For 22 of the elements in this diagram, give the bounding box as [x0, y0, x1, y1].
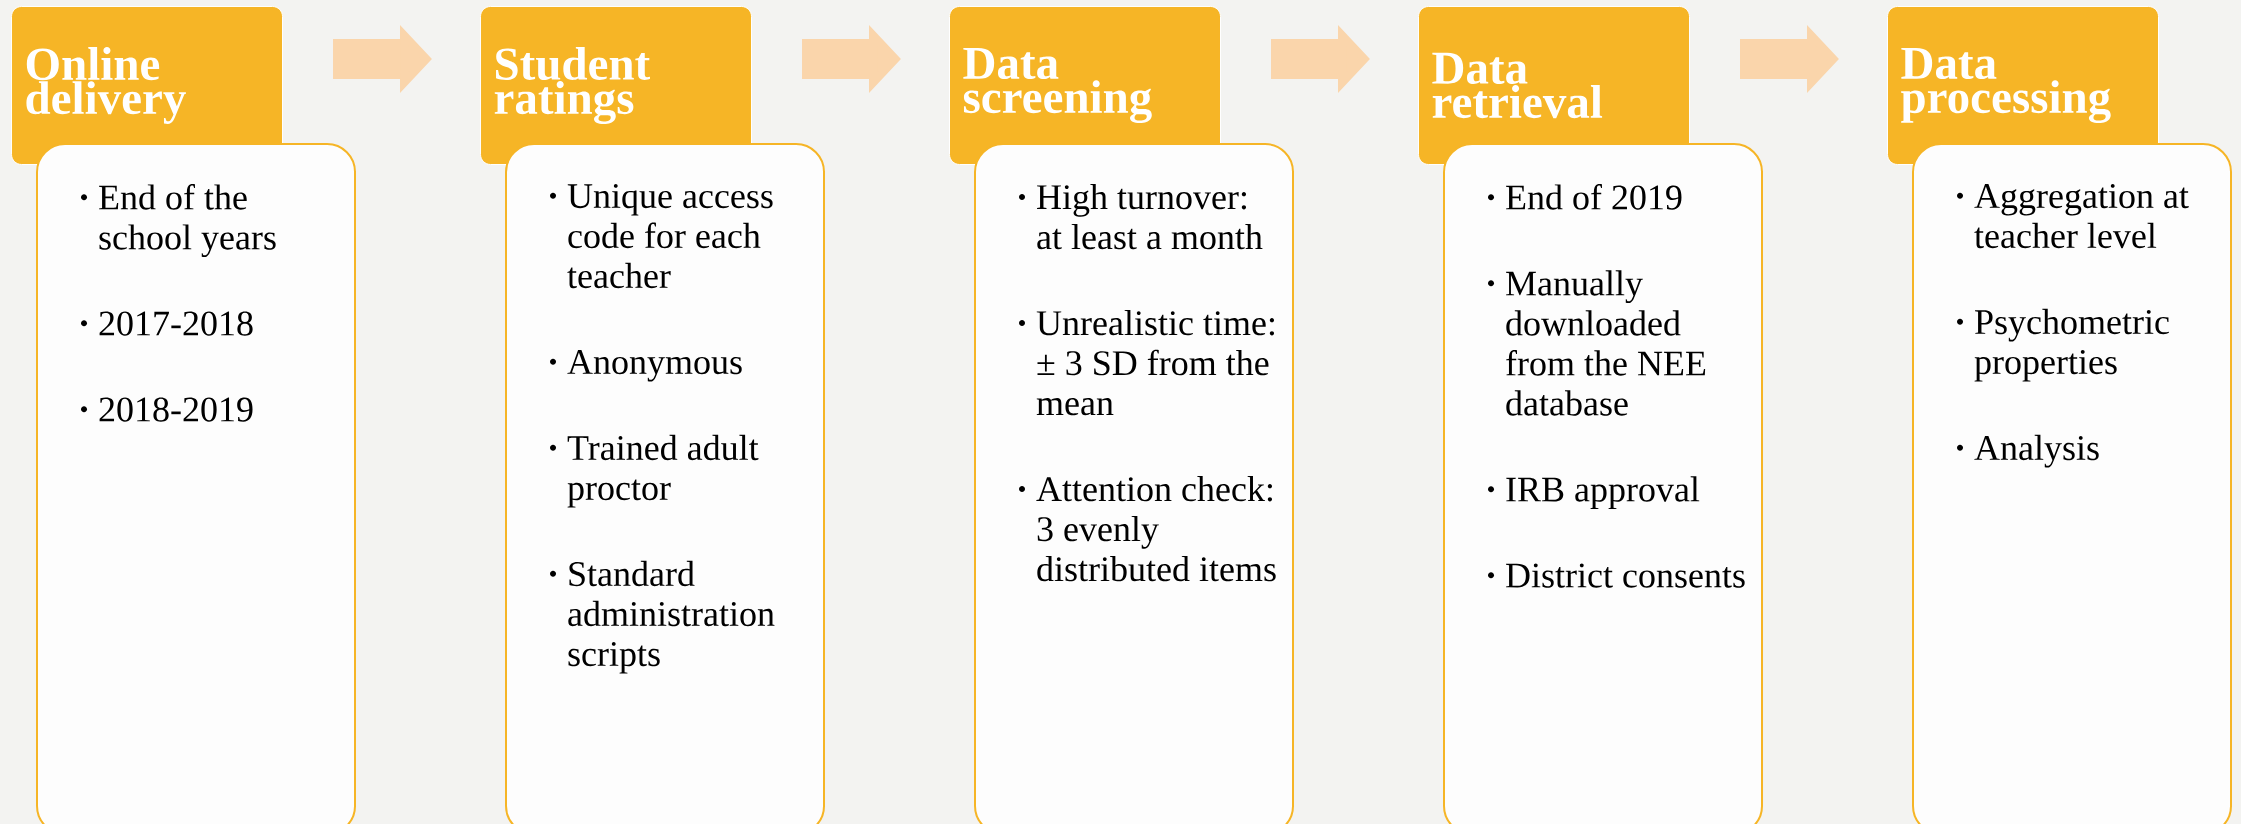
- bullet-text: Unique access code for each teacher: [550, 184, 773, 289]
- bullet-text: District consents: [1488, 563, 1745, 588]
- bullet-list-box: [974, 143, 1294, 824]
- bullet-text: Analysis: [1957, 434, 2099, 468]
- bullet-text: Psychometric properties: [1957, 308, 2169, 382]
- bullet-text: High turnover: at least a month: [1019, 184, 1263, 250]
- bullet-text: Anonymous: [550, 350, 742, 382]
- bullet-list-box: [505, 143, 825, 824]
- bullet-text: Unrealistic time: ± 3 SD from the mean: [1019, 310, 1275, 416]
- bullet-text: Manually downloaded from the NEE database: [1488, 270, 1706, 416]
- bullet-text: End of 2019: [1488, 184, 1682, 210]
- bullet-text: Aggregation at teacher level: [1957, 184, 2189, 249]
- bullet-list-box: [1912, 143, 2232, 824]
- bullet-text: IRB approval: [1488, 476, 1700, 509]
- bullet-text: 2018-2019: [81, 397, 253, 422]
- bullet-text: Trained adult proctor: [550, 434, 759, 508]
- bullet-text: Attention check: 3 evenly distributed items: [1019, 476, 1276, 582]
- bullet-text: End of the school years: [81, 184, 276, 258]
- bullet-list-box: [1443, 143, 1763, 824]
- bullet-list-box: [36, 143, 356, 824]
- bullet-text: 2017-2018: [81, 311, 253, 336]
- bullet-text: Standard administration scripts: [550, 560, 775, 674]
